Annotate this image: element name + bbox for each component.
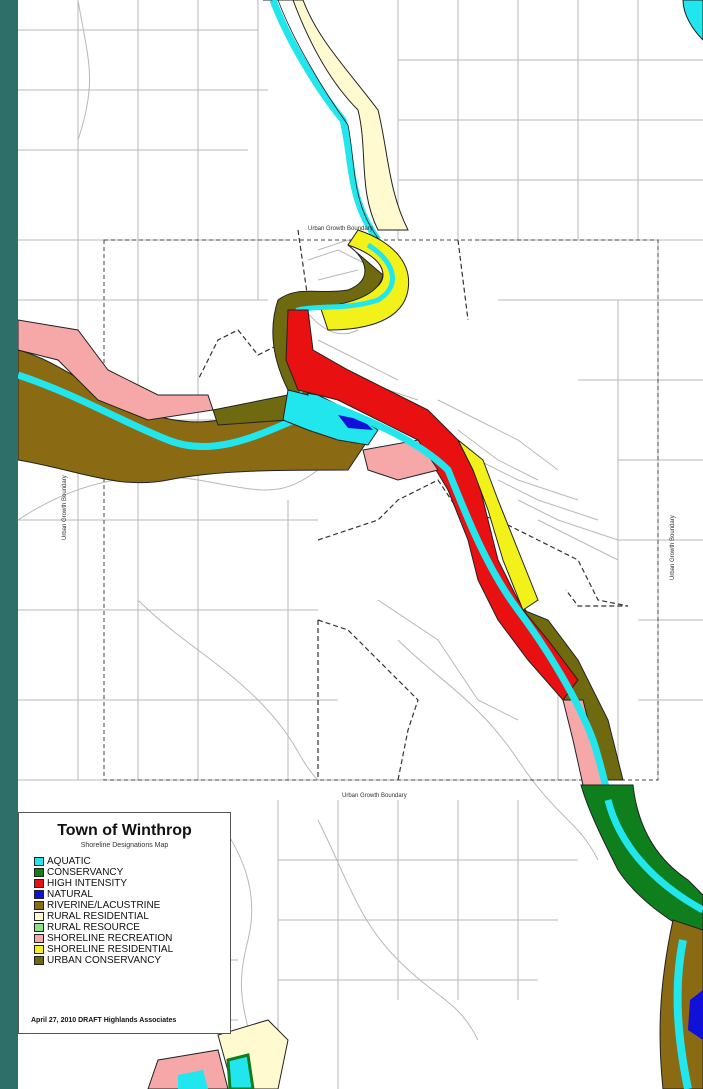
- boundary-label-top: Urban Growth Boundary: [308, 226, 373, 232]
- swatch-riverine-lacustrine: [34, 901, 44, 910]
- swatch-urban-conservancy: [34, 956, 44, 965]
- swatch-shoreline-recreation: [34, 934, 44, 943]
- map-canvas: [18, 0, 703, 1089]
- legend-item-conservancy: CONSERVANCY: [34, 867, 173, 878]
- swatch-aquatic: [34, 857, 44, 866]
- legend-title: Town of Winthrop: [57, 822, 192, 839]
- legend-item-high-intensity: HIGH INTENSITY: [34, 878, 173, 889]
- swatch-rural-residential: [34, 912, 44, 921]
- legend-item-shoreline-residential: SHORELINE RESIDENTIAL: [34, 944, 173, 955]
- swatch-conservancy: [34, 868, 44, 877]
- legend-item-aquatic: AQUATIC: [34, 856, 173, 867]
- legend-subtitle: Shoreline Designations Map: [80, 842, 169, 849]
- urban-growth-boundary: [103, 239, 659, 781]
- legend-item-riverine-lacustrine: RIVERINE/LACUSTRINE: [34, 900, 173, 911]
- legend-item-urban-conservancy: URBAN CONSERVANCY: [34, 955, 173, 966]
- swatch-shoreline-residential: [34, 945, 44, 954]
- swatch-natural: [34, 890, 44, 899]
- legend-item-rural-resource: RURAL RESOURCE: [34, 922, 173, 933]
- legend-item-shoreline-recreation: SHORELINE RECREATION: [34, 933, 173, 944]
- swatch-rural-resource: [34, 923, 44, 932]
- swatch-high-intensity: [34, 879, 44, 888]
- boundary-label-right: Urban Growth Boundary: [670, 515, 676, 580]
- legend-item-natural: NATURAL: [34, 889, 173, 900]
- map-legend: Town of Winthrop Shoreline Designations …: [18, 812, 231, 1034]
- boundary-label-bottom: Urban Growth Boundary: [342, 793, 407, 799]
- boundary-label-left: Urban Growth Boundary: [62, 475, 68, 540]
- legend-items: AQUATIC CONSERVANCY HIGH INTENSITY NATUR…: [34, 856, 173, 966]
- legend-footer: April 27, 2010 DRAFT Highlands Associate…: [31, 1017, 177, 1024]
- legend-item-rural-residential: RURAL RESIDENTIAL: [34, 911, 173, 922]
